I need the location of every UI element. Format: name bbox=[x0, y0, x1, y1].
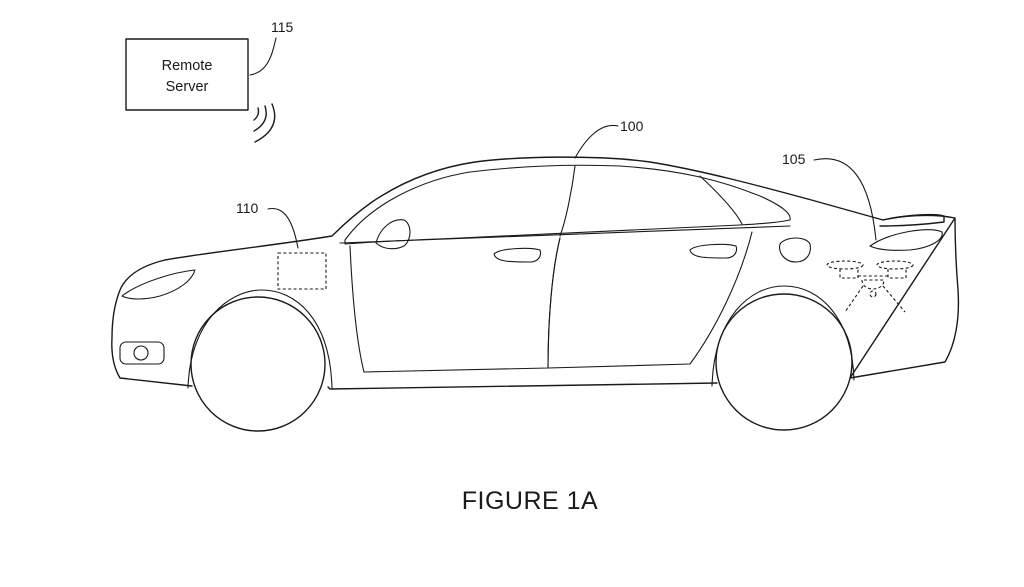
c-pillar bbox=[699, 175, 743, 225]
computer-ref-number: 110 bbox=[236, 200, 259, 216]
remote-server-label-line1: Remote bbox=[162, 58, 213, 74]
fog-light-housing bbox=[119, 341, 165, 365]
vehicle-body bbox=[111, 156, 960, 390]
headlight bbox=[121, 269, 196, 300]
front-wheel-arch bbox=[187, 289, 333, 389]
drone-ref-number: 105 bbox=[782, 151, 806, 167]
vehicle-ref-group: 100 bbox=[574, 118, 644, 159]
remote-server-box bbox=[125, 38, 249, 111]
rear-wheel-arch bbox=[711, 285, 855, 387]
drone-ref-group: 105 bbox=[782, 151, 877, 241]
rear-wheel bbox=[715, 293, 853, 431]
rear-door-handle bbox=[689, 243, 738, 259]
tail-light bbox=[869, 229, 943, 251]
remote-server-leader-line bbox=[249, 37, 277, 76]
fuel-cap bbox=[779, 237, 811, 263]
quadcopter-drone-icon bbox=[826, 260, 914, 313]
drone-leader-line bbox=[813, 158, 877, 241]
b-pillar bbox=[559, 165, 576, 237]
wheels bbox=[190, 293, 853, 432]
front-door bbox=[349, 237, 561, 373]
side-mirror bbox=[375, 219, 411, 250]
front-door-handle bbox=[493, 247, 542, 263]
front-wheel bbox=[190, 296, 326, 432]
side-windows bbox=[344, 164, 791, 245]
remote-server-label-line2: Server bbox=[166, 79, 209, 95]
vehicle-computer-box bbox=[277, 252, 327, 290]
computer-leader-line bbox=[267, 207, 299, 249]
fog-light bbox=[133, 345, 149, 361]
remote-server-group: Remote Server 115 bbox=[125, 19, 294, 143]
vehicle-ref-number: 100 bbox=[620, 118, 644, 134]
figure-caption: FIGURE 1A bbox=[462, 487, 598, 515]
computer-ref-group: 110 bbox=[236, 200, 327, 290]
belt-line bbox=[339, 225, 791, 244]
rear-door bbox=[547, 231, 753, 369]
remote-server-ref-number: 115 bbox=[271, 19, 294, 35]
wireless-signal-icon bbox=[253, 103, 276, 143]
rear-spoiler bbox=[879, 213, 945, 227]
vehicle-body-outline bbox=[111, 156, 960, 390]
vehicle-leader-line bbox=[574, 124, 619, 159]
